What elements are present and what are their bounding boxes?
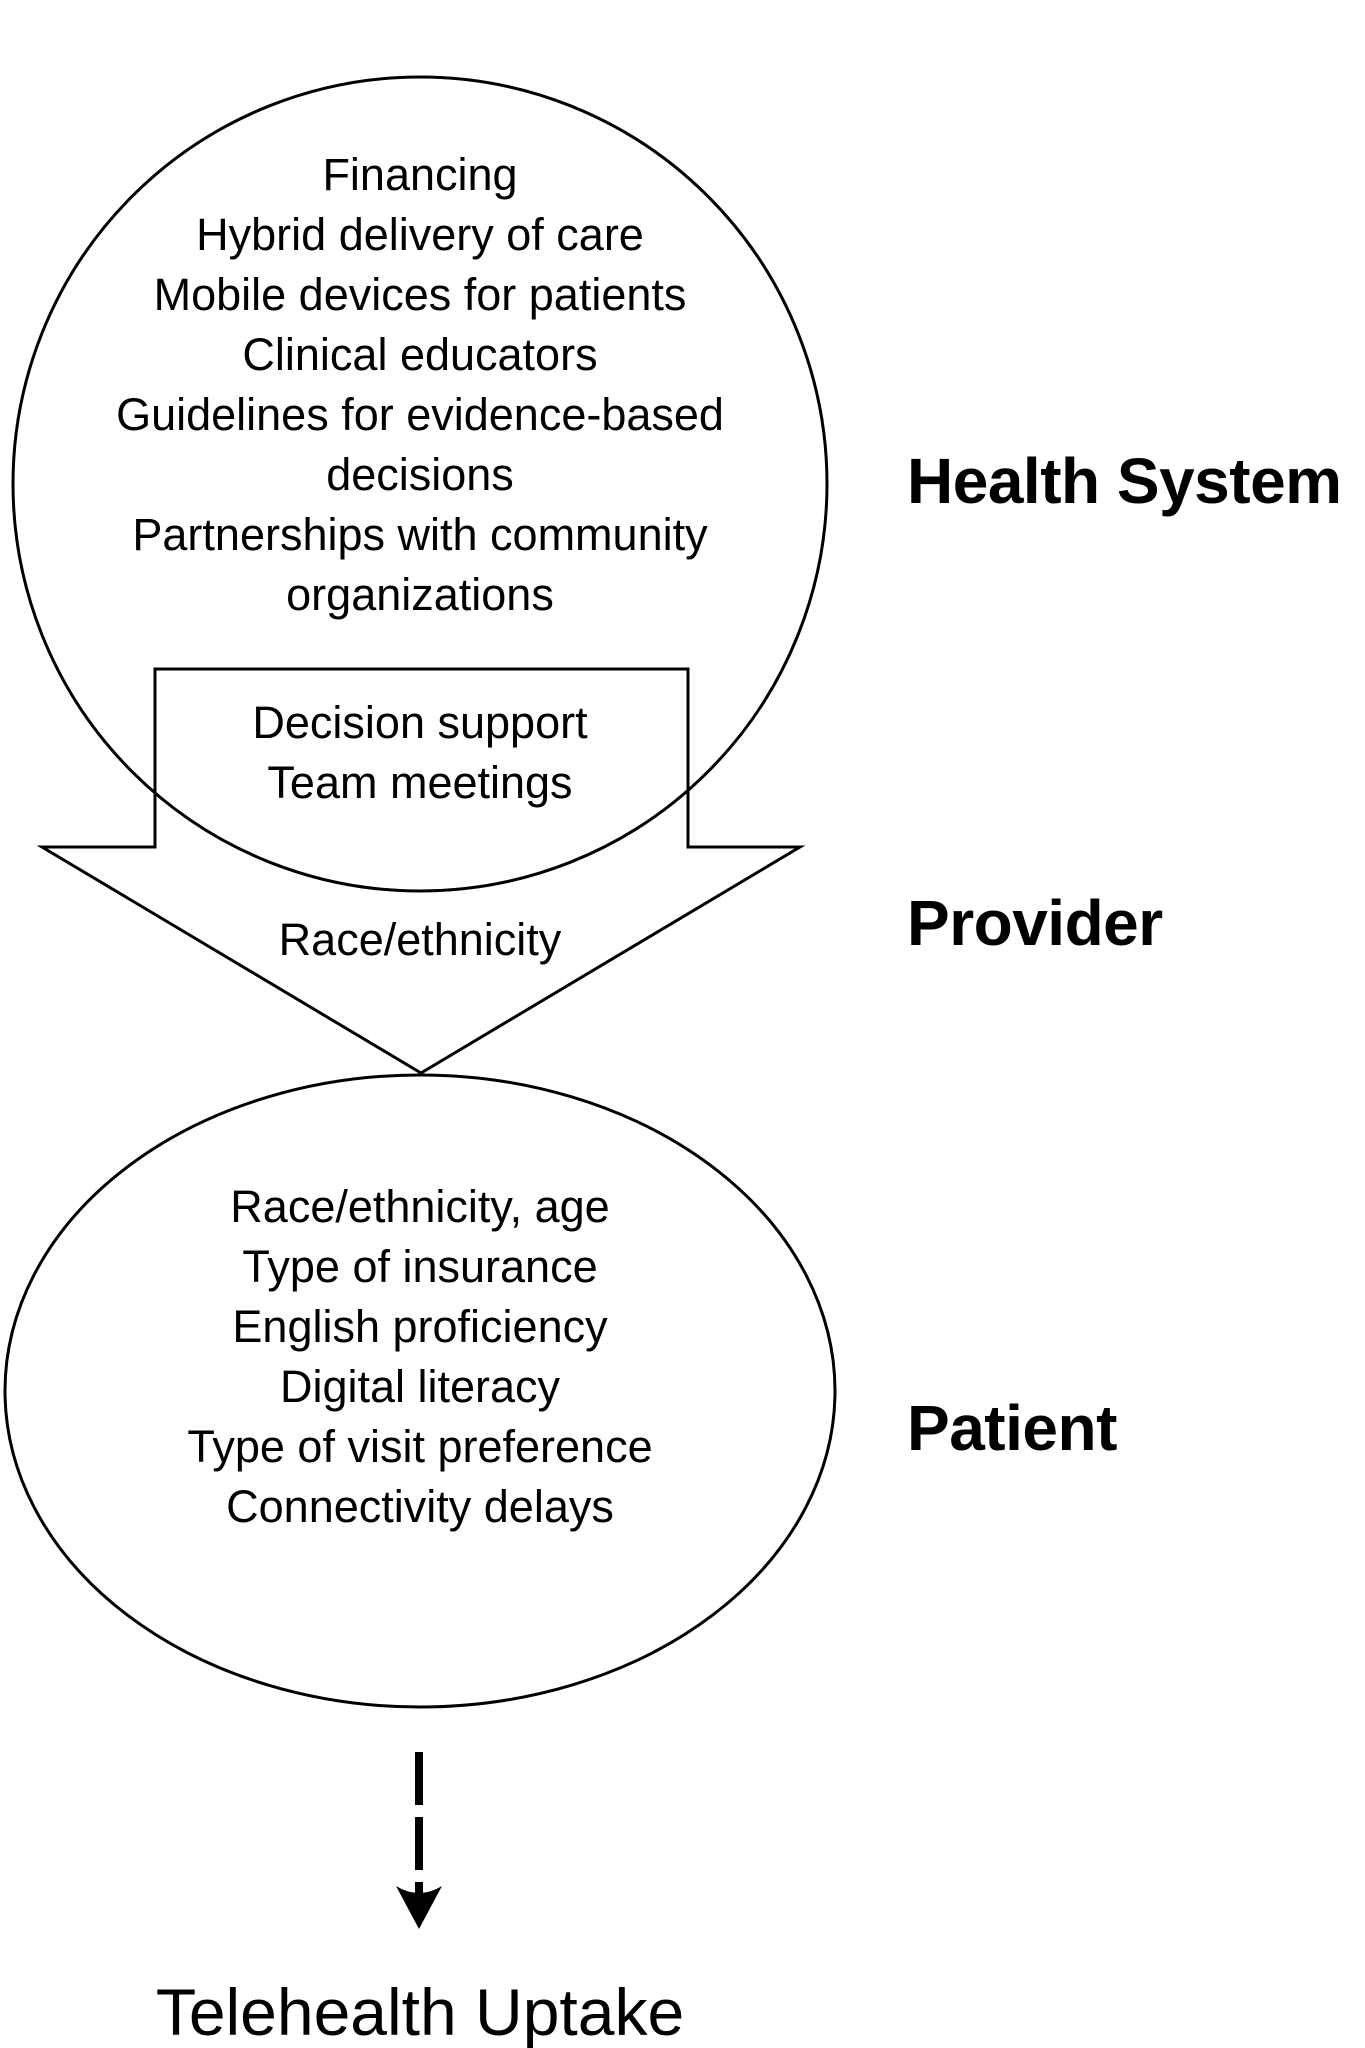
circle-line: organizations: [286, 569, 554, 620]
provider-arrowhead-text: Race/ethnicity: [90, 910, 750, 970]
circle-line: Hybrid delivery of care: [196, 209, 644, 260]
provider-label: Provider: [907, 887, 1163, 959]
health-system-circle-text: Financing Hybrid delivery of care Mobile…: [90, 145, 750, 625]
ellipse-line: English proficiency: [232, 1301, 608, 1352]
circle-line: Partnerships with community: [132, 509, 708, 560]
ellipse-line: Digital literacy: [279, 1361, 561, 1412]
ellipse-line: Type of insurance: [242, 1241, 598, 1292]
patient-ellipse: [3, 1073, 837, 1709]
circle-line: Financing: [322, 149, 518, 200]
dashed-arrow-head: [396, 1886, 442, 1929]
health-system-label: Health System: [907, 445, 1342, 517]
health-system-circle: [11, 75, 829, 893]
arrow-box-line: Decision support: [252, 697, 588, 748]
ellipse-line: Type of visit preference: [187, 1421, 653, 1472]
patient-label: Patient: [907, 1392, 1117, 1464]
circle-line: Mobile devices for patients: [153, 269, 687, 320]
ellipse-line: Race/ethnicity, age: [230, 1181, 610, 1232]
circle-line: Guidelines for evidence-based: [116, 389, 724, 440]
provider-arrow-box-text: Decision support Team meetings: [90, 693, 750, 813]
ellipse-line: Connectivity delays: [226, 1481, 614, 1532]
arrow-box-line: Team meetings: [267, 757, 573, 808]
patient-ellipse-text: Race/ethnicity, age Type of insurance En…: [90, 1177, 750, 1537]
telehealth-uptake-label: Telehealth Uptake: [155, 1975, 685, 2048]
circle-line: decisions: [326, 449, 514, 500]
provider-block-arrow: [36, 667, 806, 1075]
arrow-head-line: Race/ethnicity: [278, 914, 562, 965]
circle-line: Clinical educators: [242, 329, 598, 380]
